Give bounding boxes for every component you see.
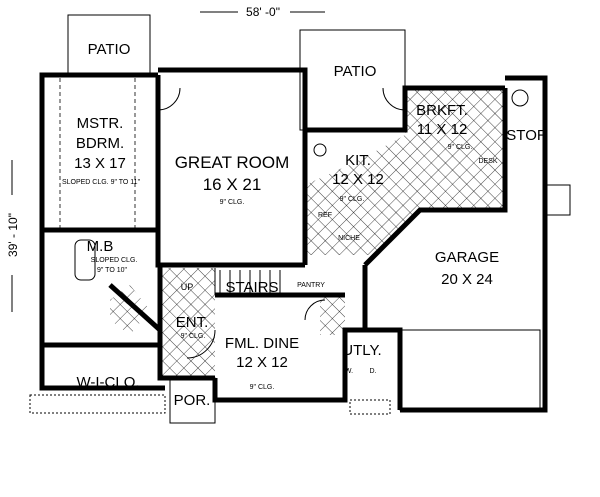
- breakfast-label: BRKFT.: [416, 102, 468, 119]
- great-room-label: GREAT ROOM: [175, 153, 290, 172]
- entry-ceiling: 9" CLG.: [181, 333, 206, 340]
- master-bedroom-label-2: BDRM.: [76, 135, 124, 152]
- kitchen-size: 12 X 12: [332, 171, 384, 188]
- patio-left-label: PATIO: [88, 41, 131, 58]
- patio-center-slab: [299, 29, 406, 131]
- front-door[interactable]: [186, 329, 216, 359]
- stairs-label: STAIRS: [225, 279, 278, 296]
- kitchen-label: KIT.: [345, 152, 371, 169]
- door-swing[interactable]: [157, 87, 181, 111]
- depth-label: 39' - 10": [6, 213, 20, 257]
- entry-label: ENT.: [176, 314, 209, 331]
- cooktop: [313, 143, 327, 157]
- planter-right: [349, 399, 391, 415]
- garage-door[interactable]: [399, 329, 541, 411]
- family-dining-size: 12 X 12: [236, 354, 288, 371]
- door-swing[interactable]: [304, 299, 326, 321]
- utility-label: UTLY.: [342, 342, 381, 359]
- garage-size: 20 X 24: [441, 271, 493, 288]
- great-room-ceiling: 9" CLG.: [220, 199, 245, 206]
- master-bedroom-ceiling: SLOPED CLG. 9" TO 11": [62, 179, 141, 186]
- planter-left: [29, 394, 166, 414]
- master-bath-ceiling-2: 9" TO 10": [97, 267, 128, 274]
- niche-label: NICHE: [338, 235, 360, 242]
- breakfast-ceiling: 9" CLG.: [448, 144, 473, 151]
- width-label: 58' -0": [246, 5, 280, 19]
- tile-floors: [110, 88, 505, 378]
- master-bath-ceiling: SLOPED CLG.: [91, 257, 138, 264]
- dryer-label: D.: [370, 368, 377, 375]
- stairs-up-label: UP: [181, 282, 194, 292]
- bathtub: [74, 239, 96, 281]
- great-room-size: 16 X 21: [203, 175, 262, 194]
- family-dining-label: FML. DINE: [225, 335, 299, 352]
- depth-dimension: 39' - 10": [6, 160, 20, 312]
- master-bedroom-size: 13 X 17: [74, 155, 126, 172]
- walk-in-closet-label: W-I-CLO.: [76, 374, 139, 391]
- breakfast-size: 11 X 12: [417, 121, 468, 138]
- patio-center-label: PATIO: [334, 63, 377, 80]
- door-swing[interactable]: [382, 87, 406, 111]
- master-bath-label: M.B: [87, 238, 114, 255]
- storage-label: STOR: [506, 127, 548, 144]
- ref-label: REF: [318, 212, 332, 219]
- garage-side-stoop: [544, 184, 571, 216]
- porch-label: POR.: [174, 392, 211, 409]
- pantry-label: PANTRY: [297, 282, 325, 289]
- desk-label: DESK: [478, 158, 497, 165]
- master-bedroom-label: MSTR.: [77, 115, 124, 132]
- garage-label: GARAGE: [435, 249, 499, 266]
- exterior-walls: [39, 67, 548, 413]
- kitchen-ceiling: 9" CLG.: [340, 196, 365, 203]
- water-heater: [511, 89, 529, 107]
- stair-treads: [219, 270, 281, 293]
- washer-label: W.: [345, 368, 353, 375]
- porch-slab: [169, 377, 216, 424]
- width-dimension: 58' -0": [200, 5, 325, 19]
- family-dining-ceiling: 9" CLG.: [250, 384, 275, 391]
